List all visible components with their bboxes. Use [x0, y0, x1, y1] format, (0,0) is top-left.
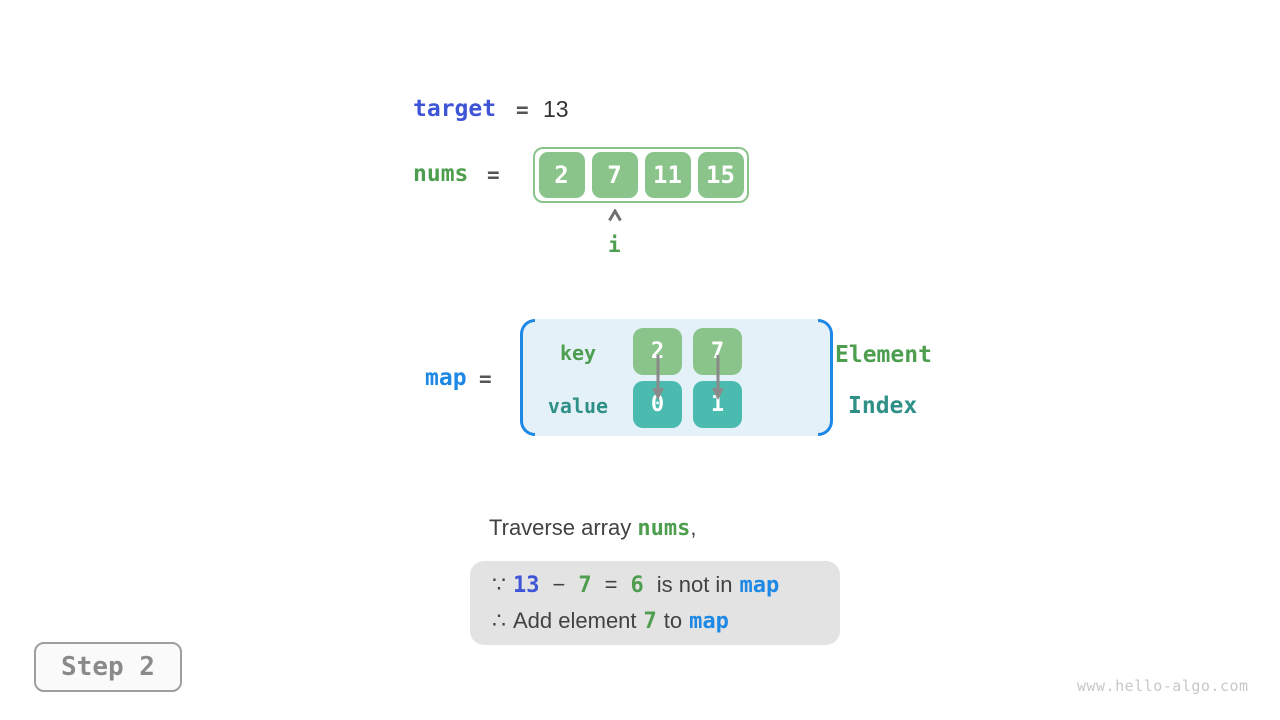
key-to-value-arrow-icon	[649, 355, 667, 406]
key-to-value-arrow-icon	[709, 355, 727, 406]
caption-nums-ref: nums	[637, 516, 691, 541]
map-value-cell: 0	[633, 381, 682, 428]
array-cell: 7	[591, 152, 638, 198]
element-legend-label: Element	[835, 342, 932, 368]
equals-sign: =	[604, 572, 618, 597]
index-pointer-label: i	[608, 233, 621, 257]
map-container: key value 2 7 0 1	[520, 319, 833, 436]
array-cell: 15	[697, 152, 744, 198]
array-cell: 2	[538, 152, 585, 198]
map-left-bracket	[520, 319, 535, 436]
map-value-cell: 1	[693, 381, 742, 428]
map-ref: map	[689, 609, 729, 634]
caption-prefix: Traverse array	[489, 515, 638, 540]
target-label: target	[413, 96, 497, 122]
map-equals-sign: =	[479, 367, 492, 391]
difference-value: 6	[630, 573, 644, 598]
nums-equals-sign: =	[487, 163, 500, 187]
map-label: map	[425, 365, 467, 391]
step-badge: Step 2	[34, 642, 182, 692]
map-key-row-label: key	[559, 341, 597, 365]
index-pointer-icon	[607, 208, 623, 227]
index-legend-label: Index	[848, 393, 918, 419]
subtrahend-value: 7	[578, 573, 592, 598]
array-cell: 11	[644, 152, 691, 198]
minus-sign: −	[552, 572, 566, 597]
statement-text: to	[663, 608, 683, 633]
caption: Traverse array nums ,	[489, 515, 697, 541]
map-right-bracket	[818, 319, 833, 436]
map-value-row-label: value	[547, 394, 609, 418]
statement-box: ∵ 13 − 7 = 6 is not in map ∴ Add element…	[470, 561, 840, 645]
statement-text: Add element	[513, 608, 637, 633]
target-equals-sign: =	[516, 98, 529, 122]
statement-line-2: ∴ Add element 7 to map	[492, 608, 840, 634]
because-symbol: ∵	[492, 572, 506, 597]
target-value: 13	[543, 96, 569, 122]
element-value: 7	[643, 609, 657, 634]
step-badge-label: Step 2	[61, 652, 155, 682]
statement-line-1: ∵ 13 − 7 = 6 is not in map	[492, 572, 840, 598]
watermark: www.hello-algo.com	[1077, 677, 1249, 695]
minuend-value: 13	[513, 573, 540, 598]
nums-array: 2 7 11 15	[533, 147, 749, 203]
therefore-symbol: ∴	[492, 608, 506, 633]
caption-suffix: ,	[690, 515, 697, 540]
map-ref: map	[739, 573, 780, 598]
nums-label: nums	[413, 161, 469, 187]
statement-text: is not in	[656, 572, 733, 597]
